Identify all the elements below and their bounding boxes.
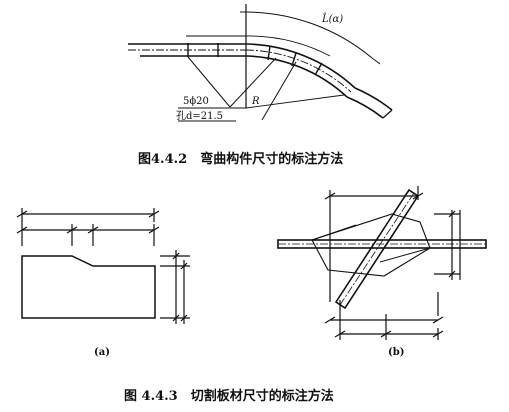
hole-diameter-label: 孔d=21.5 [176, 110, 223, 122]
bolt-spec-label: 5ϕ20 [183, 96, 209, 107]
subfigure-b-label: (b) [388, 347, 404, 358]
cut-plate-drawing-a [16, 208, 190, 324]
figure-4-4-3-caption: 图 4.4.3 切割板材尺寸的标注方法 [124, 388, 334, 404]
radius-label: R [251, 96, 260, 107]
figure-4-4-2-caption: 图4.4.2 弯曲构件尺寸的标注方法 [138, 151, 343, 167]
subfigure-a-label: (a) [94, 347, 110, 358]
arc-length-label: L̂(α) [321, 13, 343, 25]
bent-member-drawing [128, 4, 393, 122]
gusset-plate-drawing-b [277, 186, 487, 340]
